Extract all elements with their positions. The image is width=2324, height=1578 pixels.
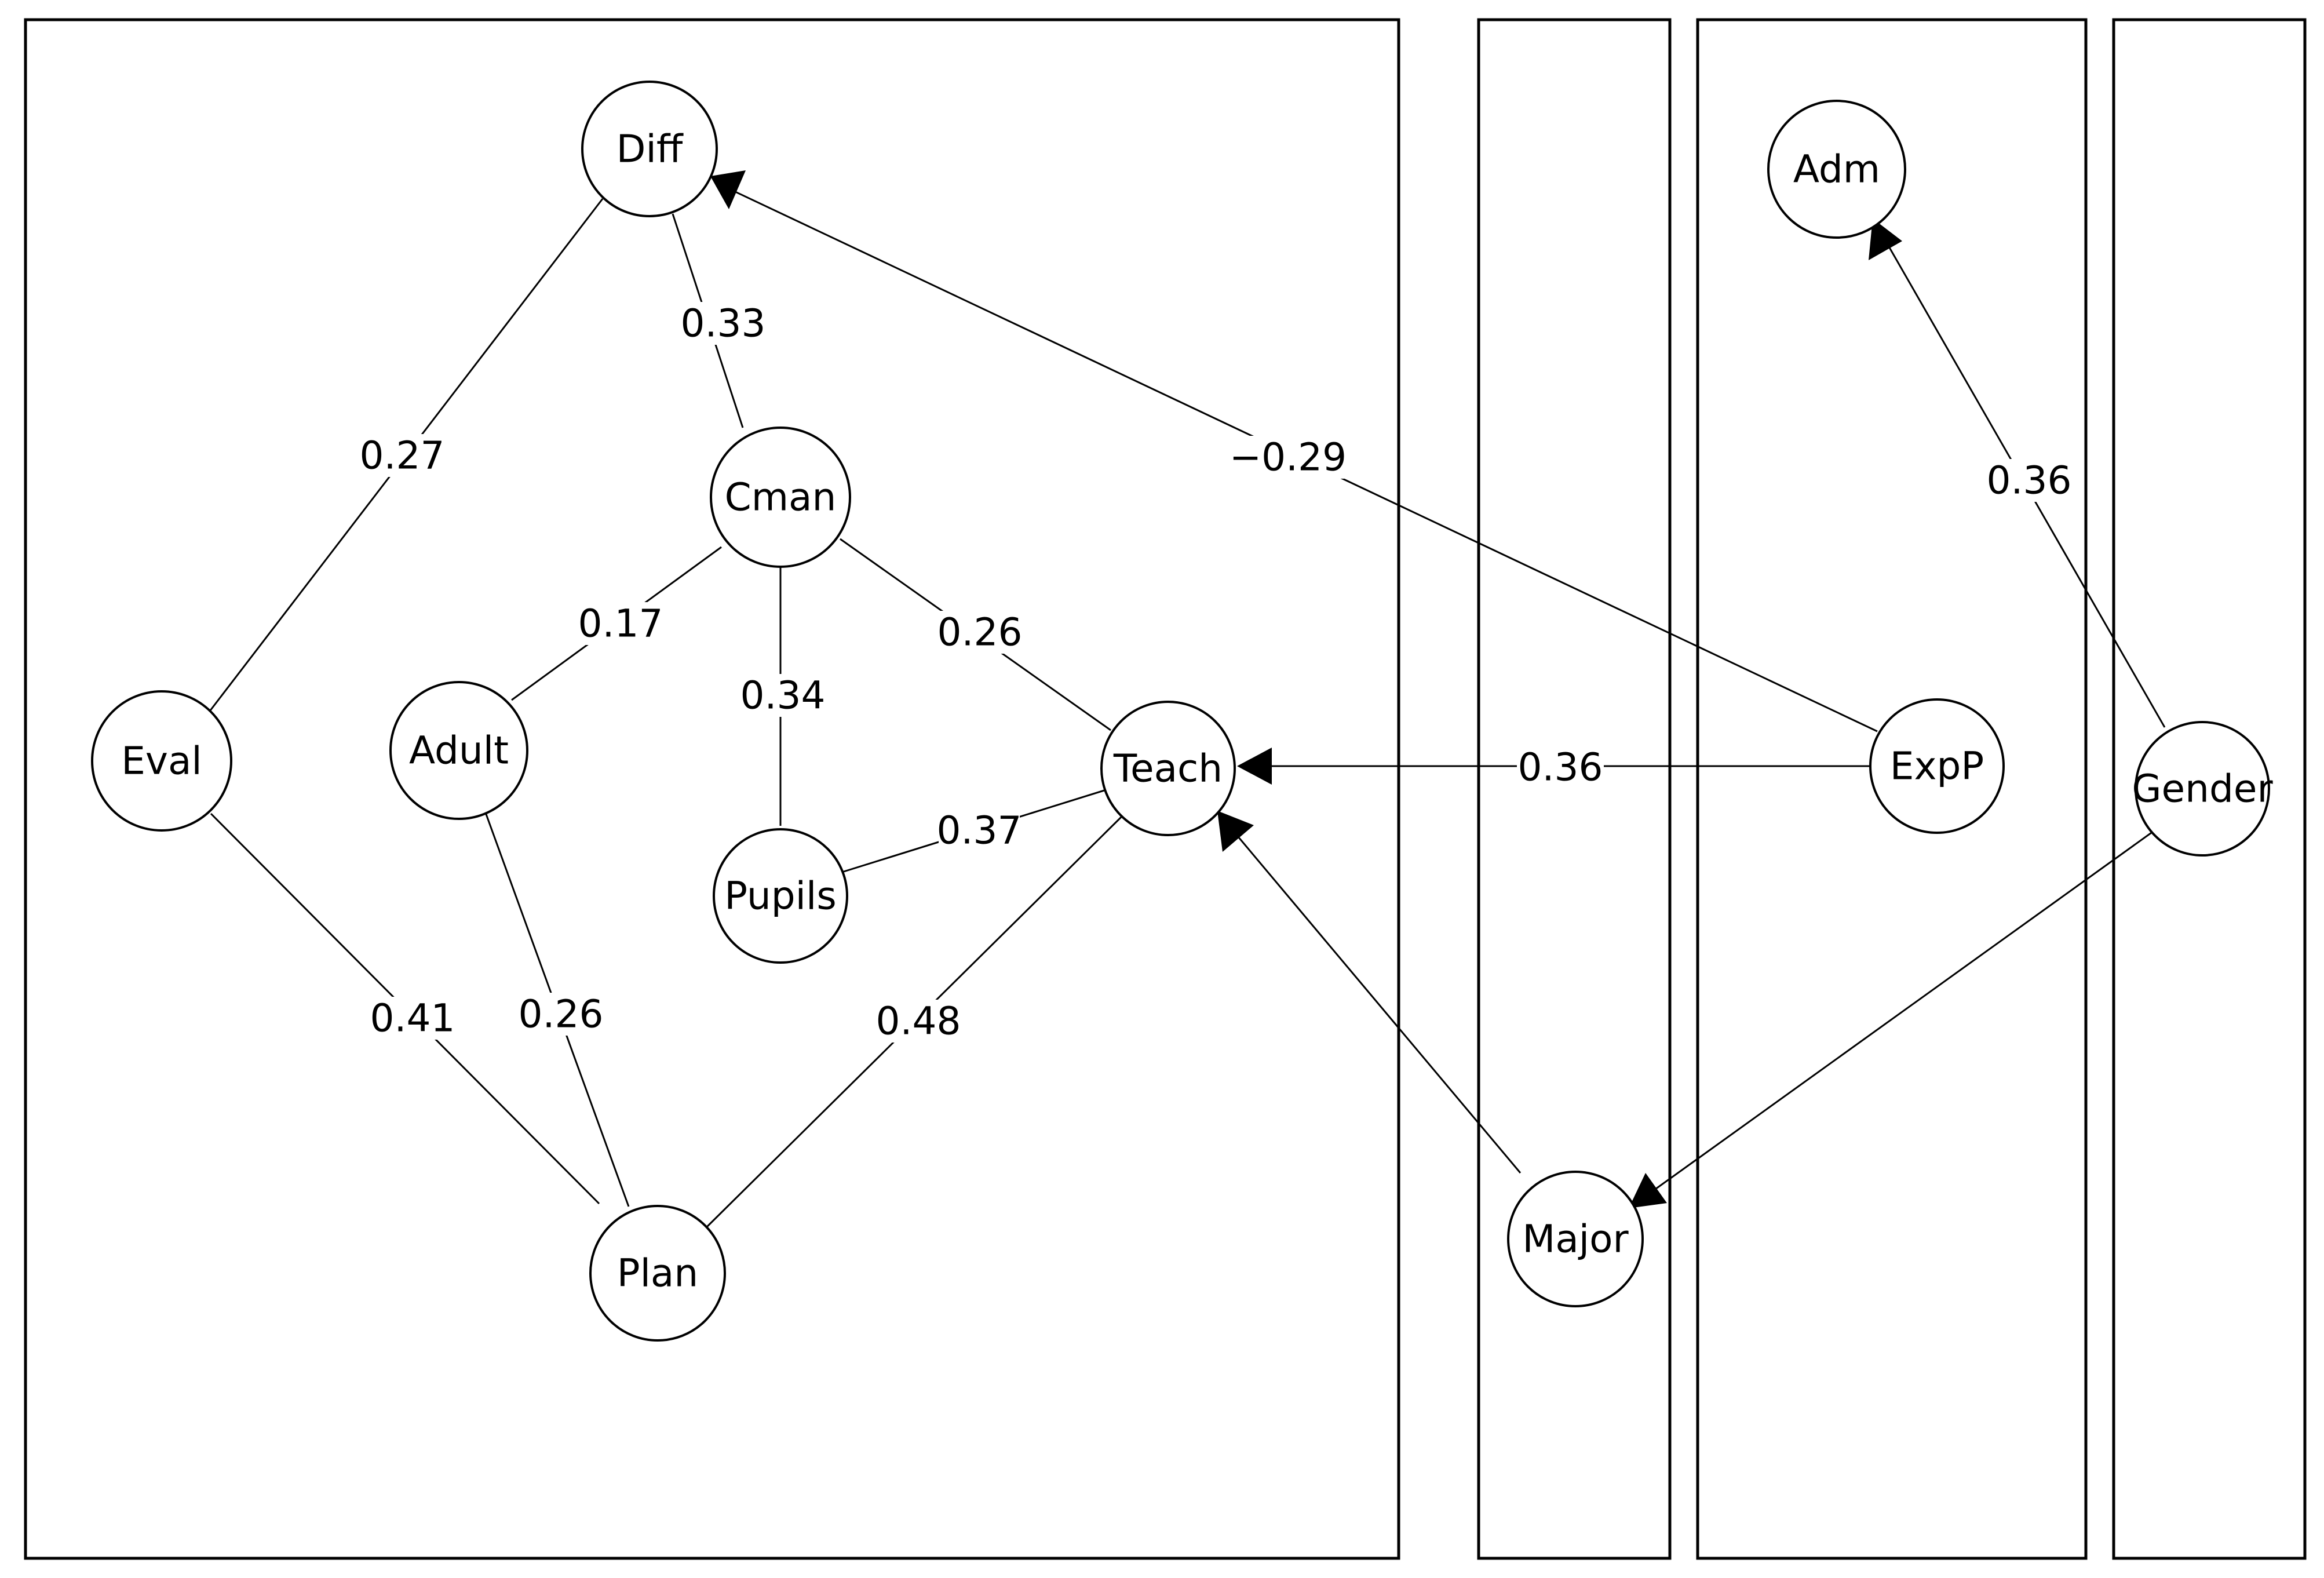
node-major: Major: [1507, 1171, 1644, 1307]
edge-label-expp-diff: −0.29: [1230, 435, 1347, 480]
node-plan: Plan: [589, 1205, 726, 1342]
edge-label-gender-adm: 0.36: [1987, 458, 2072, 503]
edge-labels: 0.27 0.33 0.17 0.34 0.26 0.37 0.41 0.26 …: [360, 301, 2072, 1044]
node-label-adm: Adm: [1793, 147, 1880, 192]
edge-major-teach: [1234, 833, 1522, 1174]
edge-label-eval-plan: 0.41: [370, 996, 455, 1041]
node-adm: Adm: [1767, 100, 1906, 239]
edge-label-cman-pupils: 0.34: [740, 673, 826, 718]
node-label-diff: Diff: [616, 127, 684, 172]
panel-box-4: [2112, 18, 2307, 1560]
arrowhead-teach-from-expp: [1237, 748, 1272, 785]
edge-label-teach-plan: 0.48: [876, 999, 961, 1044]
edge-label-diff-eval: 0.27: [360, 433, 445, 478]
node-eval: Eval: [91, 690, 232, 832]
node-label-adult: Adult: [409, 728, 509, 773]
edge-label-pupils-teach: 0.37: [937, 808, 1022, 853]
arrow-layer: [710, 170, 1902, 1208]
node-gender: Gender: [2132, 721, 2273, 857]
node-label-eval: Eval: [121, 739, 202, 783]
node-label-plan: Plan: [617, 1251, 698, 1296]
node-cman: Cman: [710, 427, 851, 568]
edge-label-cman-adult: 0.17: [578, 602, 663, 646]
arrowhead-major: [1629, 1173, 1667, 1208]
arrowhead-adm: [1869, 218, 1902, 260]
node-expp: ExpP: [1869, 698, 2005, 834]
edge-label-expp-teach: 0.36: [1518, 745, 1603, 790]
node-label-pupils: Pupils: [724, 874, 836, 919]
panel-box-1: [24, 18, 1400, 1560]
panel-box-2: [1477, 18, 1672, 1560]
node-pupils: Pupils: [713, 828, 848, 964]
edge-label-adult-plan: 0.26: [519, 992, 604, 1037]
node-layer: Diff Cman Eval Adult Pupils Teach Plan: [91, 81, 2273, 1342]
node-label-gender: Gender: [2132, 767, 2273, 811]
node-diff: Diff: [581, 81, 718, 217]
edge-label-cman-teach: 0.26: [937, 610, 1023, 655]
node-label-teach: Teach: [1113, 746, 1223, 791]
node-label-expp: ExpP: [1890, 744, 1984, 789]
panel-box-3: [1696, 18, 2088, 1560]
arrowhead-teach-from-major: [1217, 811, 1254, 852]
node-adult: Adult: [389, 681, 528, 820]
node-teach: Teach: [1100, 701, 1236, 836]
edge-gender-major: [1651, 829, 2156, 1193]
arrowhead-diff: [710, 170, 746, 209]
node-label-major: Major: [1522, 1217, 1629, 1262]
edge-label-diff-cman: 0.33: [681, 301, 766, 346]
node-label-cman: Cman: [725, 475, 837, 520]
